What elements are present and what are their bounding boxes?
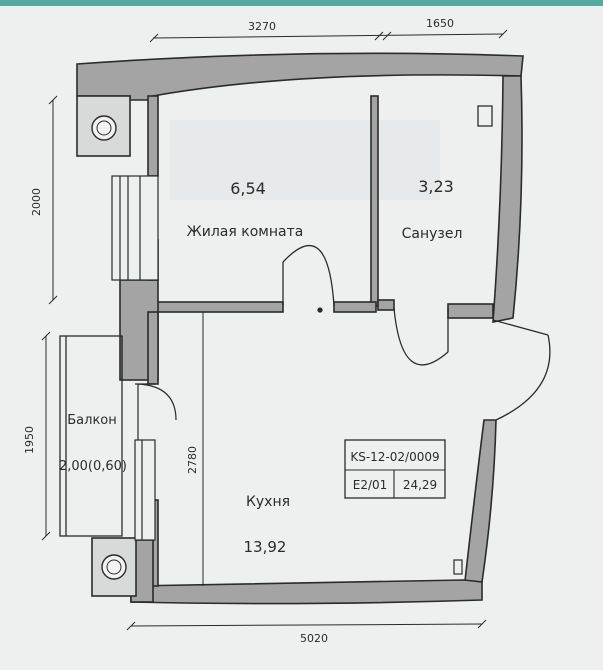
balcony-name: Балкон (67, 413, 117, 428)
balcony-outline (59, 335, 123, 537)
living-name: Жилая комната (187, 224, 304, 240)
wall-living-bottom-right (333, 301, 377, 313)
kitchen-name: Кухня (246, 494, 290, 510)
dim-left-lower: 1950 (23, 426, 36, 454)
balcony-door (134, 383, 177, 541)
kitchen-corner-tick (453, 559, 463, 575)
dim-top-right: 1650 (426, 17, 454, 30)
stamp-code: KS-12-02/0009 (350, 450, 439, 464)
wall-right (492, 75, 523, 323)
dim-bottom: 5020 (300, 632, 328, 645)
entrance-door (492, 319, 551, 421)
dim-kitchen-height: 2780 (186, 446, 199, 474)
living-window (111, 175, 159, 281)
vent-shaft-bottom (91, 537, 137, 597)
wall-kitchen-left-top (147, 311, 159, 385)
stamp-box (344, 439, 446, 499)
dimension-lines (41, 29, 508, 631)
paper-shade (170, 120, 440, 200)
balcony-area: 2,00(0,60) (59, 459, 127, 474)
bathroom-area: 3,23 (418, 177, 454, 196)
dim-left-upper: 2000 (30, 188, 43, 216)
bath-shaft (477, 105, 493, 127)
kitchen-area: 13,92 (244, 538, 287, 556)
bathroom-door (393, 307, 449, 366)
wall-partition-living-bath (370, 95, 379, 307)
living-area: 6,54 (230, 179, 266, 198)
living-door (282, 244, 335, 313)
vent-shaft-top (76, 95, 131, 157)
wall-bath-bottom-right (447, 303, 494, 319)
bathroom-name: Санузел (402, 226, 463, 242)
stamp-unit: E2/01 (353, 478, 388, 492)
walls (76, 52, 524, 605)
dim-top-left: 3270 (248, 20, 276, 33)
stamp-total: 24,29 (403, 478, 437, 492)
wall-left-top (147, 95, 159, 177)
wall-living-bottom (152, 301, 284, 313)
top-accent-strip (0, 0, 603, 6)
wall-bottom (130, 579, 483, 605)
wall-bath-bottom (377, 299, 395, 311)
